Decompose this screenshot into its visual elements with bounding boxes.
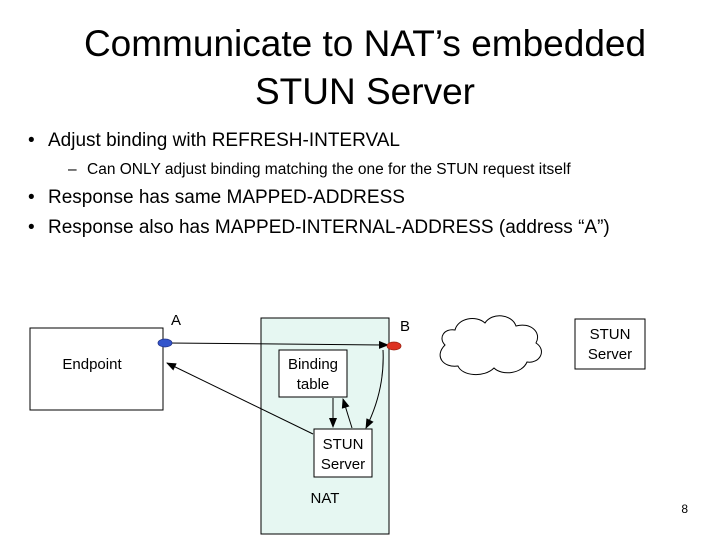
ext-stun-label-2: Server (588, 346, 632, 363)
bullet-text: Response also has MAPPED-INTERNAL-ADDRES… (48, 217, 610, 238)
endpoint-label: Endpoint (62, 356, 122, 373)
sub-bullet-text: Can ONLY adjust binding matching the one… (87, 161, 571, 178)
bullet-dot-icon: • (28, 187, 35, 208)
slide-title: Communicate to NAT’s embedded STUN Serve… (40, 20, 690, 116)
sub-bullet-dash-icon: – (68, 161, 77, 178)
arrow-stun-to-binding (341, 398, 353, 429)
internet-cloud-icon (439, 315, 542, 375)
binding-table-box (278, 349, 348, 398)
bullet-text: Response has same MAPPED-ADDRESS (48, 187, 405, 208)
arrow-stun-to-endpoint (166, 362, 314, 435)
bullet-dot-icon: • (28, 217, 35, 238)
nat-stun-label-2: Server (321, 456, 365, 473)
title-line-1: Communicate to NAT’s embedded (83, 23, 647, 64)
ext-stun-label-1: STUN (590, 326, 631, 343)
arrow-b-to-stun (365, 349, 384, 429)
binding-table-label-2: table (297, 376, 330, 393)
bullet-dot-icon: • (28, 130, 35, 151)
page-number: 8 (681, 502, 688, 516)
external-stun-server-box (574, 318, 646, 370)
address-a-point (157, 338, 173, 348)
arrow-a-to-b (167, 340, 389, 349)
endpoint-box (29, 327, 164, 411)
binding-table-label-1: Binding (288, 356, 338, 373)
bullet-text: Adjust binding with REFRESH-INTERVAL (48, 130, 400, 151)
title-line-2: STUN Server (255, 71, 475, 112)
address-b-point (386, 341, 402, 351)
nat-stun-server-box (313, 428, 373, 478)
nat-stun-label-1: STUN (323, 436, 364, 453)
nat-label: NAT (311, 490, 340, 507)
label-b: B (400, 318, 410, 335)
label-a: A (171, 312, 181, 329)
